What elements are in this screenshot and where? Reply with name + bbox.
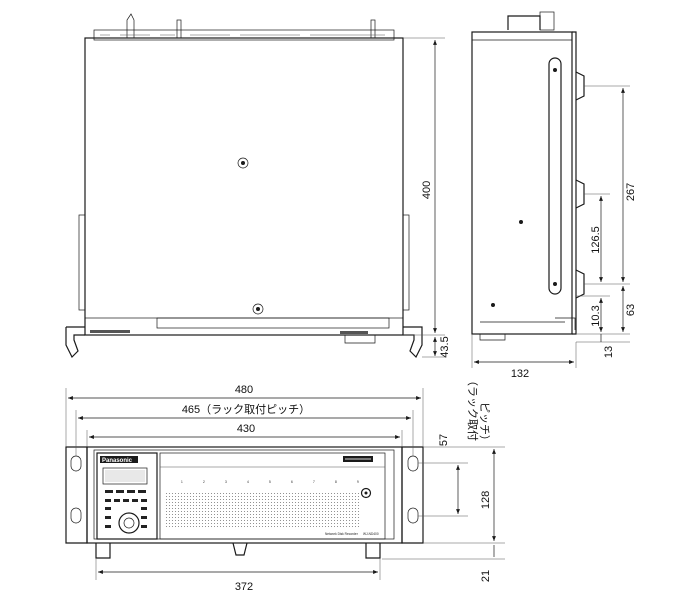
front-chassis xyxy=(86,446,403,544)
side-knob-2 xyxy=(575,179,585,209)
slot-number: 3 xyxy=(225,480,227,484)
side-dimensions: 267 126.5 10.3 63 13 132 xyxy=(471,85,637,380)
slot-number: 9 xyxy=(357,480,359,484)
top-front-label xyxy=(90,330,130,333)
rear-post-right xyxy=(370,19,376,39)
dim-372: 372 xyxy=(235,581,253,593)
panel-buttons xyxy=(105,490,147,528)
top-view xyxy=(65,13,423,359)
top-side-ear-left xyxy=(78,214,86,311)
dim-21: 21 xyxy=(480,570,492,582)
rear-handle xyxy=(126,13,135,38)
dim-43-5: 43.5 xyxy=(439,336,451,357)
rack-pitch-label-2: ピッチ） xyxy=(478,402,491,446)
front-display xyxy=(102,467,148,485)
dim-430: 430 xyxy=(237,423,255,435)
slot-number: 5 xyxy=(269,480,271,484)
dim-63: 63 xyxy=(625,304,637,316)
dim-10-3: 10.3 xyxy=(590,305,602,326)
top-dimensions: 400 43.5 xyxy=(403,37,451,358)
slot-number: 6 xyxy=(291,480,293,484)
front-rack-ear-right xyxy=(401,446,424,544)
front-rack-ear-left xyxy=(65,446,88,544)
jog-dial xyxy=(118,512,140,534)
hdd-bay xyxy=(159,452,386,540)
vent-grille xyxy=(164,491,360,529)
slot-number: 7 xyxy=(313,480,315,484)
dim-465-pitch: 465（ラック取付ピッチ） xyxy=(182,403,310,416)
front-foot-2 xyxy=(232,542,248,556)
dim-13: 13 xyxy=(603,346,615,358)
model-caption: Network Disk Recorder xyxy=(325,532,359,536)
dim-480: 480 xyxy=(235,384,253,396)
side-rear-handle xyxy=(507,15,541,30)
hdd-slot-numbers: 1 2 3 4 5 6 7 8 9 xyxy=(181,480,359,484)
top-front-label-2 xyxy=(340,331,368,334)
brand-logo: Panasonic xyxy=(102,458,133,464)
dim-267: 267 xyxy=(625,183,637,201)
top-foot-right xyxy=(403,326,423,359)
slot-number: 2 xyxy=(203,480,205,484)
front-foot-3 xyxy=(365,543,381,559)
side-knob-3 xyxy=(575,269,585,299)
front-view: Panasonic 1 2 3 4 5 6 7 xyxy=(65,446,424,559)
screw-top xyxy=(237,157,249,169)
front-dimensions: 480 465（ラック取付ピッチ） 430 57 （ラック取付 ピッチ） 128… xyxy=(65,375,505,593)
slot-number: 1 xyxy=(181,480,183,484)
side-view xyxy=(471,11,585,341)
front-control-panel xyxy=(96,452,158,540)
side-body xyxy=(471,31,573,335)
dim-126-5: 126.5 xyxy=(590,226,602,254)
rear-post-left xyxy=(176,19,182,39)
slot-number: 4 xyxy=(247,480,249,484)
screw-bottom xyxy=(252,303,264,315)
dim-57: 57 xyxy=(438,434,450,446)
front-lock xyxy=(360,487,372,499)
side-knob-1 xyxy=(575,71,585,101)
dim-400: 400 xyxy=(421,181,433,199)
top-foot-left xyxy=(65,326,85,359)
top-side-ear-right xyxy=(402,214,410,311)
rack-pitch-label-1: （ラック取付 xyxy=(466,375,479,441)
side-front-bezel xyxy=(572,31,577,335)
side-front-handle xyxy=(548,57,562,295)
rear-strip xyxy=(93,29,395,41)
brand-plate xyxy=(100,456,138,463)
slot-number: 8 xyxy=(335,480,337,484)
top-front-inner xyxy=(156,317,390,329)
front-foot-1 xyxy=(95,543,111,559)
dim-128: 128 xyxy=(480,491,492,509)
model-code: WJ-ND400 xyxy=(363,532,379,536)
top-body xyxy=(84,37,404,336)
dim-132: 132 xyxy=(511,368,529,380)
